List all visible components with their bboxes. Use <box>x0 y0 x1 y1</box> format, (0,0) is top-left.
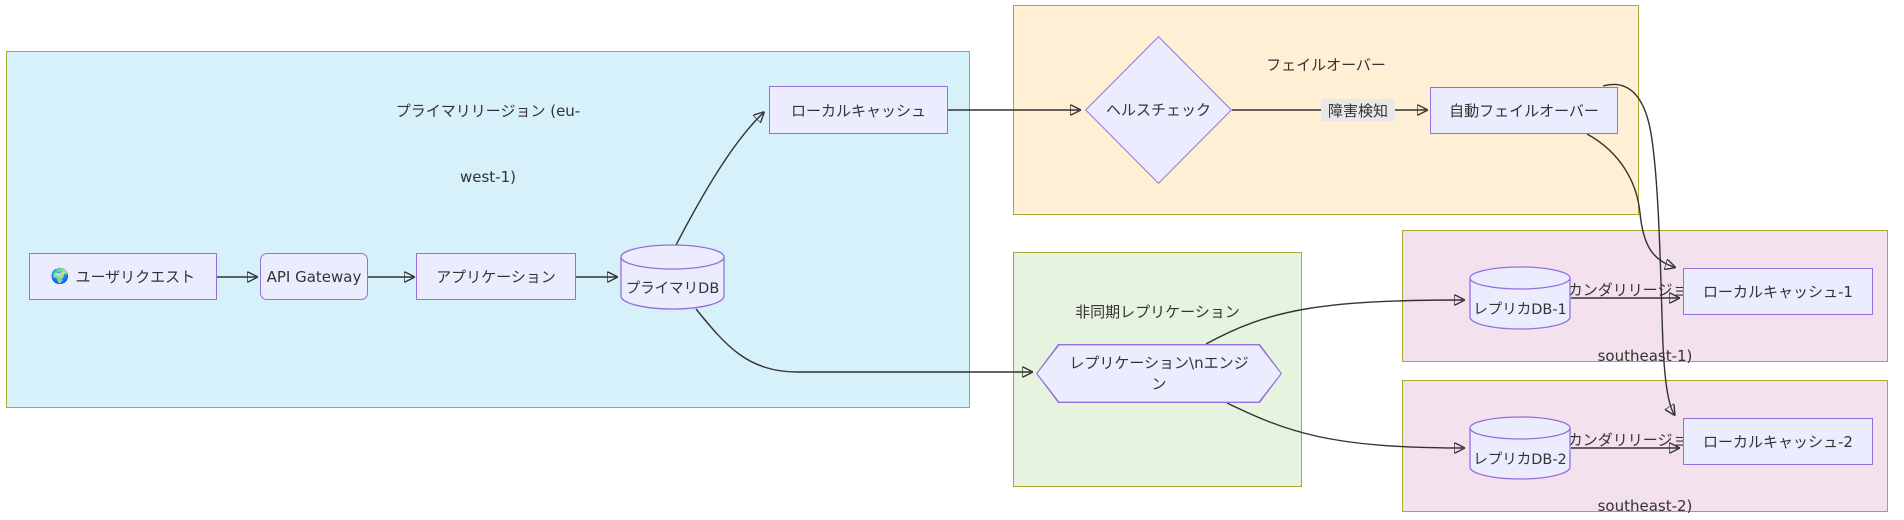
edge-label-failure-detection: 障害検知 <box>1321 99 1395 121</box>
region-async-title-text: 非同期レプリケーション <box>1075 303 1240 321</box>
primary-db-cylinder-shape <box>620 244 725 310</box>
node-user-request: 🌍 ユーザリクエスト <box>29 253 217 300</box>
replica-db-2-cylinder-shape <box>1469 416 1571 480</box>
node-replication-engine-label-line1: レプリケーション\nエンジ <box>1069 353 1249 372</box>
node-local-cache-2-label: ローカルキャッシュ-2 <box>1703 433 1853 451</box>
node-application-label: アプリケーション <box>436 268 556 286</box>
node-replica-db-1-label: レプリカDB-1 <box>1473 302 1567 318</box>
node-local-cache-2: ローカルキャッシュ-2 <box>1683 418 1873 465</box>
node-replication-engine-label: レプリケーション\nエンジ ン <box>1036 344 1282 403</box>
replication-engine-hexagon-fill <box>1037 345 1281 402</box>
node-replication-engine-label-line2: ン <box>1151 374 1167 393</box>
node-local-cache-label: ローカルキャッシュ <box>790 101 926 120</box>
node-local-cache-1-label: ローカルキャッシュ-1 <box>1703 283 1853 301</box>
node-api-gateway: API Gateway <box>260 253 368 300</box>
region-primary-title-line1: プライマリリージョン (eu- <box>395 102 581 120</box>
node-primary-db-label: プライマリDB <box>625 281 720 297</box>
node-replica-db-2: レプリカDB-2 <box>1469 416 1571 480</box>
node-replica-db-2-label: レプリカDB-2 <box>1473 452 1567 468</box>
region-secondary-1-title-line2: southeast-1) <box>1597 347 1693 365</box>
region-failover-title-text: フェイルオーバー <box>1266 56 1386 74</box>
node-replication-engine: レプリケーション\nエンジ ン <box>1036 344 1282 403</box>
node-local-cache-1: ローカルキャッシュ-1 <box>1683 268 1873 315</box>
node-primary-db: プライマリDB <box>620 244 725 310</box>
region-primary-title: プライマリリージョン (eu- west-1) <box>7 56 969 232</box>
node-local-cache: ローカルキャッシュ <box>769 86 948 134</box>
region-secondary-2-title-line2: southeast-2) <box>1597 497 1693 515</box>
node-health-check-label: ヘルスチェック <box>1105 100 1211 119</box>
node-replica-db-1: レプリカDB-1 <box>1469 266 1571 330</box>
node-api-gateway-label: API Gateway <box>266 267 362 286</box>
globe-icon: 🌍 <box>50 267 70 285</box>
node-user-request-label: ユーザリクエスト <box>75 268 196 286</box>
node-application: アプリケーション <box>416 253 576 300</box>
region-primary-title-line2: west-1) <box>459 168 516 186</box>
node-auto-failover-label: 自動フェイルオーバー <box>1449 102 1599 120</box>
region-failover-title: フェイルオーバー <box>1014 10 1638 120</box>
node-auto-failover: 自動フェイルオーバー <box>1430 87 1618 134</box>
replica-db-1-cylinder-shape <box>1469 266 1571 330</box>
region-async-title: 非同期レプリケーション <box>1014 257 1301 367</box>
node-health-check: ヘルスチェック <box>1085 36 1232 184</box>
